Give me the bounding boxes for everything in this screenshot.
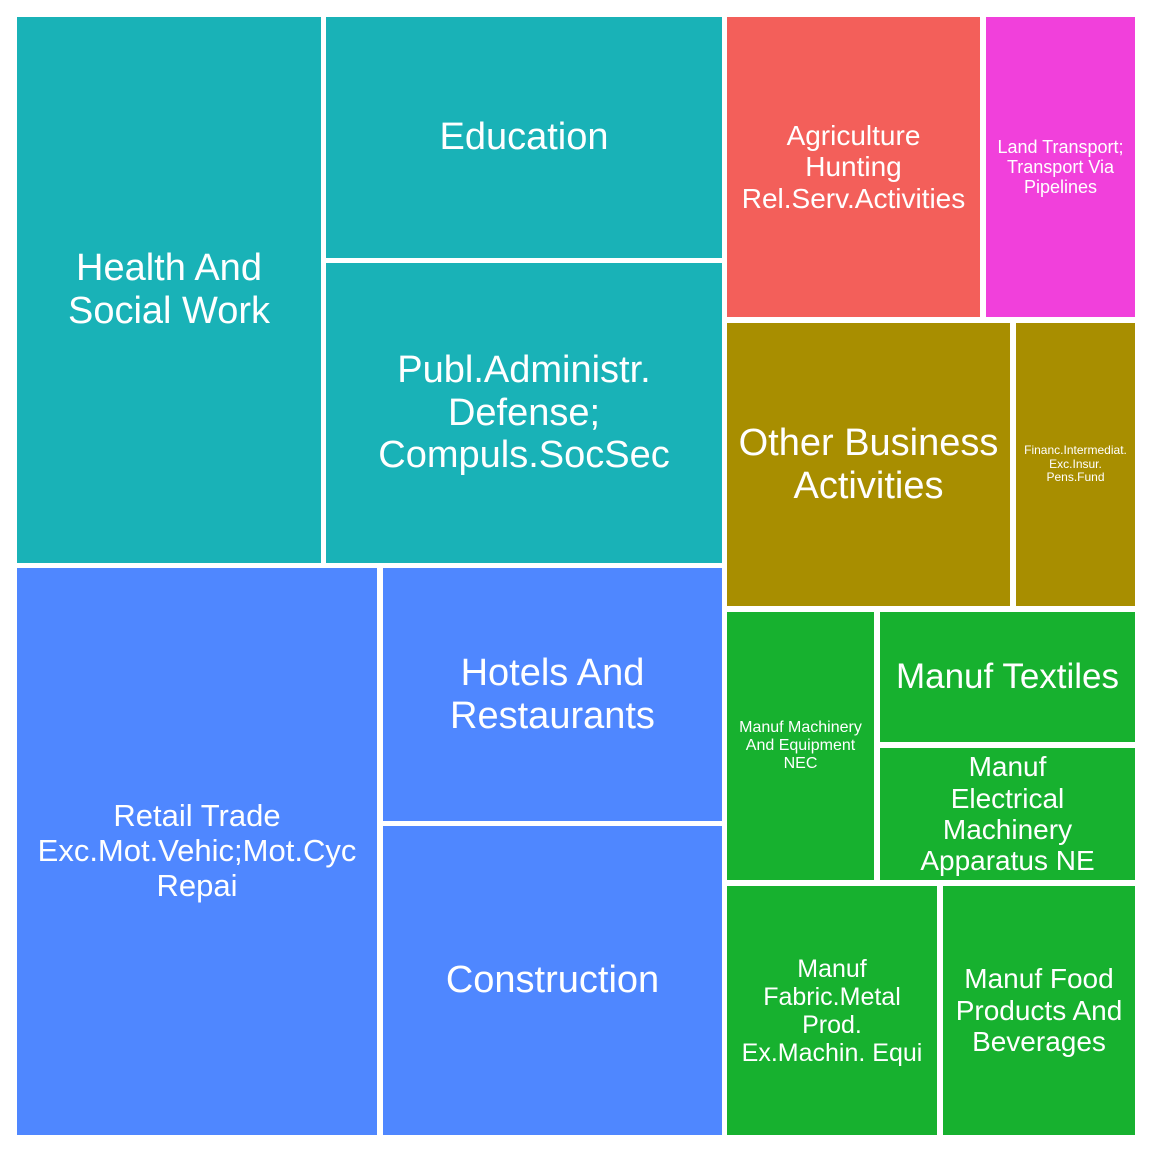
- tile-label: Manuf Machinery And Equipment NEC: [739, 719, 862, 772]
- tile-label: Land Transport; Transport Via Pipelines: [997, 136, 1124, 198]
- treemap-tile: Land Transport; Transport Via Pipelines: [986, 17, 1135, 317]
- treemap-tile: Manuf Electrical Machinery Apparatus NE: [880, 748, 1135, 880]
- tile-label: Other Business Activities: [738, 421, 999, 507]
- treemap-tile: Manuf Food Products And Beverages: [943, 886, 1135, 1135]
- tile-label: Manuf Food Products And Beverages: [955, 963, 1123, 1058]
- treemap-tile: Manuf Textiles: [880, 612, 1135, 742]
- treemap-tile: Hotels And Restaurants: [383, 568, 722, 821]
- treemap-tile: Publ.Administr. Defense; Compuls.SocSec: [326, 263, 722, 563]
- treemap-tile: Education: [326, 17, 722, 258]
- treemap-tile: Other Business Activities: [727, 323, 1010, 606]
- tile-label: Manuf Electrical Machinery Apparatus NE: [920, 751, 1095, 877]
- tile-label: Manuf Fabric.Metal Prod. Ex.Machin. Equi: [741, 954, 923, 1067]
- tile-label: Education: [439, 116, 609, 159]
- treemap-tile: Agriculture Hunting Rel.Serv.Activities: [727, 17, 980, 317]
- tile-label: Construction: [445, 959, 660, 1002]
- treemap-tile: Manuf Fabric.Metal Prod. Ex.Machin. Equi: [727, 886, 937, 1135]
- tile-label: Manuf Textiles: [895, 657, 1120, 697]
- treemap-tile: Retail Trade Exc.Mot.Vehic;Mot.Cyc Repai: [17, 568, 377, 1135]
- treemap-tile: Health And Social Work: [17, 17, 321, 563]
- tile-label: Publ.Administr. Defense; Compuls.SocSec: [378, 349, 670, 477]
- tile-label: Agriculture Hunting Rel.Serv.Activities: [741, 119, 966, 214]
- tile-label: Hotels And Restaurants: [450, 651, 655, 737]
- treemap-tile: Financ.Intermediat. Exc.Insur. Pens.Fund: [1016, 323, 1135, 606]
- tile-label: Retail Trade Exc.Mot.Vehic;Mot.Cyc Repai: [37, 798, 357, 903]
- tile-label: Health And Social Work: [67, 247, 271, 332]
- tile-label: Financ.Intermediat. Exc.Insur. Pens.Fund: [1024, 443, 1127, 485]
- treemap-tile: Construction: [383, 826, 722, 1135]
- treemap-tile: Manuf Machinery And Equipment NEC: [727, 612, 874, 880]
